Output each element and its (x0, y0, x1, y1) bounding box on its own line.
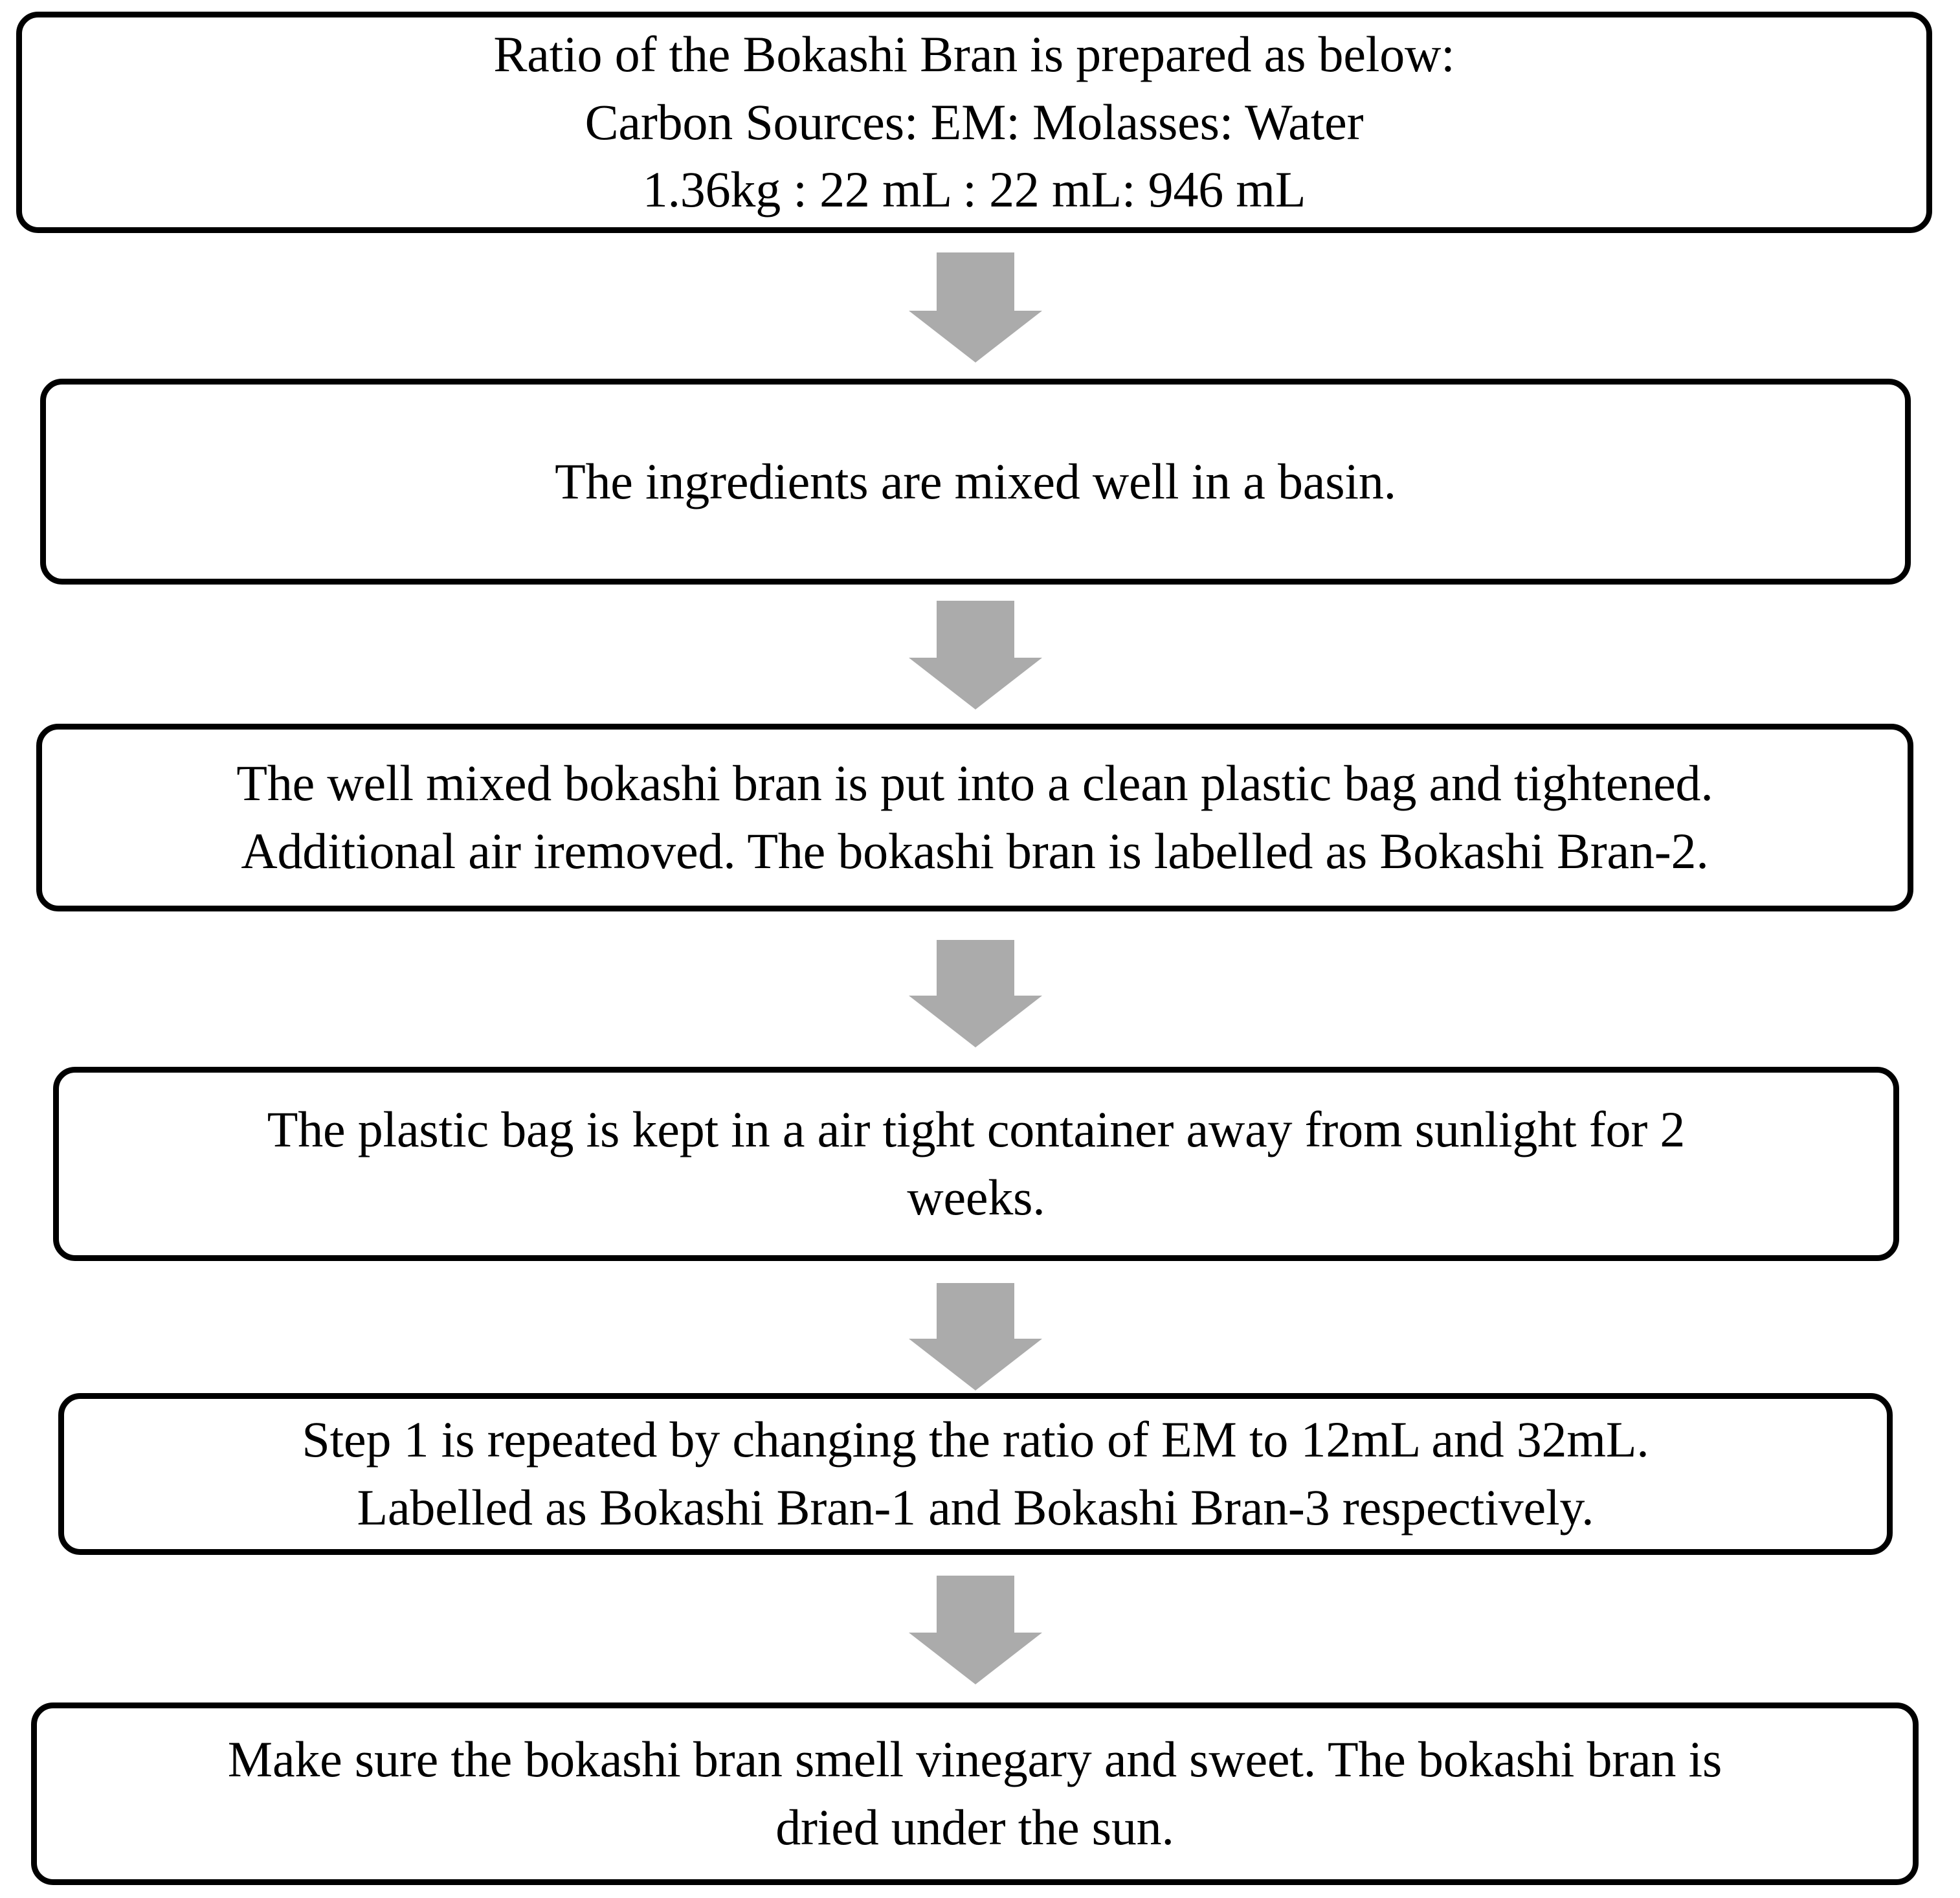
flowchart-node-bag-label: The well mixed bokashi bran is put into … (236, 755, 1713, 879)
arrow-down-icon (909, 252, 1042, 363)
flowchart-node-mix: The ingredients are mixed well in a basi… (40, 379, 1911, 585)
arrow-head (909, 311, 1042, 363)
arrow-shaft (937, 940, 1014, 997)
arrow-head (909, 1633, 1042, 1684)
flowchart-node-ratio-label: Ratio of the Bokashi Bran is prepared as… (493, 26, 1455, 218)
flowchart-node-store: The plastic bag is kept in a air tight c… (53, 1067, 1899, 1261)
arrow-down-icon (909, 1283, 1042, 1390)
flowchart-node-store-label: The plastic bag is kept in a air tight c… (267, 1101, 1686, 1225)
arrow-down-icon (909, 601, 1042, 709)
arrow-head (909, 996, 1042, 1047)
arrow-down-icon (909, 940, 1042, 1047)
arrow-down-icon (909, 1576, 1042, 1684)
arrow-shaft (937, 252, 1014, 312)
arrow-shaft (937, 1283, 1014, 1340)
flowchart-node-dry-label: Make sure the bokashi bran smell vinegar… (227, 1731, 1722, 1855)
flowchart-node-repeat-label: Step 1 is repeated by changing the ratio… (302, 1411, 1649, 1535)
arrow-shaft (937, 1576, 1014, 1634)
flowchart-node-mix-label: The ingredients are mixed well in a basi… (555, 452, 1396, 509)
arrow-head (909, 658, 1042, 709)
flowchart-node-bag: The well mixed bokashi bran is put into … (36, 724, 1913, 911)
flowchart-node-ratio: Ratio of the Bokashi Bran is prepared as… (16, 12, 1932, 233)
arrow-shaft (937, 601, 1014, 659)
arrow-head (909, 1339, 1042, 1390)
flowchart-node-dry: Make sure the bokashi bran smell vinegar… (31, 1703, 1919, 1885)
flowchart-node-repeat: Step 1 is repeated by changing the ratio… (58, 1393, 1893, 1555)
